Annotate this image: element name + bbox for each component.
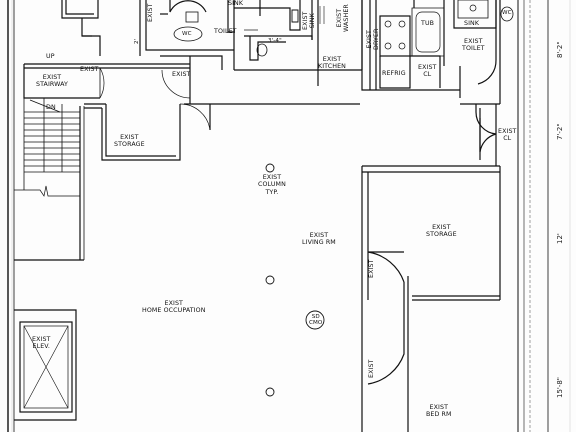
- tub-label: TUB: [421, 20, 435, 27]
- sink-label-left: SINK: [228, 0, 244, 7]
- dimension-4: 15'-8": [556, 376, 564, 398]
- dimension-2: 7'-2": [556, 123, 564, 140]
- refrig-label: REFRIG: [382, 70, 406, 77]
- exist-home-occupation-label: EXIST HOME OCCUPATION: [142, 300, 206, 315]
- exist-washer-label: EXIST WASHER: [336, 4, 351, 32]
- exist-label-top: EXIST: [147, 3, 154, 23]
- exist-bed-label: EXIST BED RM: [426, 404, 452, 419]
- exist-sink-label: EXIST SINK: [302, 11, 317, 31]
- exist-dryer-label: EXIST DRYER: [366, 28, 381, 50]
- wc-label: WC: [182, 31, 192, 37]
- exist-door2-label: EXIST: [368, 359, 375, 379]
- co-detector-label: SD CMO: [309, 314, 323, 327]
- exist-stairway-label: EXIST STAIRWAY: [36, 74, 68, 89]
- toilet-label: TOILET: [214, 28, 237, 35]
- dimension-3: 12': [556, 233, 564, 244]
- up-label: UP: [46, 53, 55, 60]
- exist-elev-label: EXIST ELEV.: [32, 336, 51, 351]
- exist-label-left2: EXIST: [172, 71, 191, 78]
- dimension-1: 8'-2": [556, 41, 564, 58]
- exist-storage-left-label: EXIST STORAGE: [114, 134, 145, 149]
- exist-label-left: EXIST: [80, 66, 99, 73]
- exist-storage-right-label: EXIST STORAGE: [426, 224, 457, 239]
- exist-door1-label: EXIST: [368, 259, 375, 279]
- dn-label: DN: [46, 104, 56, 111]
- exist-column-label: EXIST COLUMN TYP.: [258, 174, 286, 196]
- sink-label-right: SINK: [464, 20, 480, 27]
- exist-toilet-label: EXIST TOILET: [462, 38, 485, 53]
- exist-kitchen-label: EXIST KITCHEN: [318, 56, 346, 71]
- exist-cl-top-label: EXIST CL: [418, 64, 437, 79]
- dim-3-4-label: 3'-4": [268, 38, 282, 44]
- exist-cl-right-label: EXIST CL: [498, 128, 517, 143]
- dim-2-label: 2': [134, 38, 140, 44]
- exist-living-label: EXIST LIVING RM: [302, 232, 336, 247]
- wc-label-right: WC: [502, 10, 512, 16]
